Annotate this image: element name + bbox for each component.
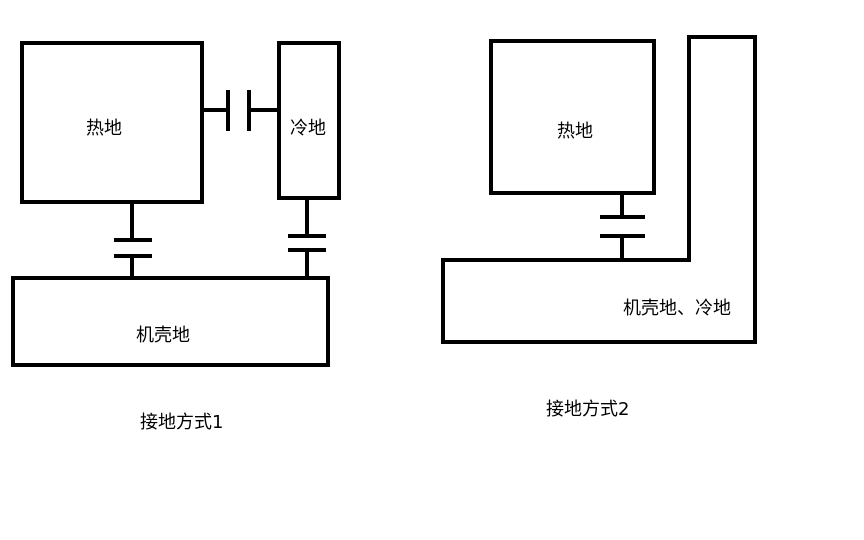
diagram-1: [11, 41, 341, 367]
hot-ground-box-2: [489, 39, 656, 195]
hot-ground-box-1: [20, 41, 204, 204]
hot-ground-label-2: 热地: [557, 121, 593, 142]
capacitor-hot-chassis: [114, 202, 152, 278]
chassis-ground-box: [11, 276, 330, 367]
cold-ground-label: 冷地: [290, 118, 326, 139]
chassis-ground-label: 机壳地: [136, 325, 190, 346]
capacitor-hot-cold: [202, 90, 279, 131]
caption-method-1: 接地方式1: [140, 412, 223, 433]
chassis-cold-ground-label: 机壳地、冷地: [623, 298, 731, 319]
hot-ground-label-1: 热地: [86, 118, 122, 139]
chassis-cold-ground-shape: [441, 35, 757, 344]
diagram-2: [441, 35, 757, 344]
caption-method-2: 接地方式2: [546, 399, 629, 420]
capacitor-hot-chassis-2: [600, 193, 645, 262]
capacitor-cold-chassis: [288, 198, 326, 278]
